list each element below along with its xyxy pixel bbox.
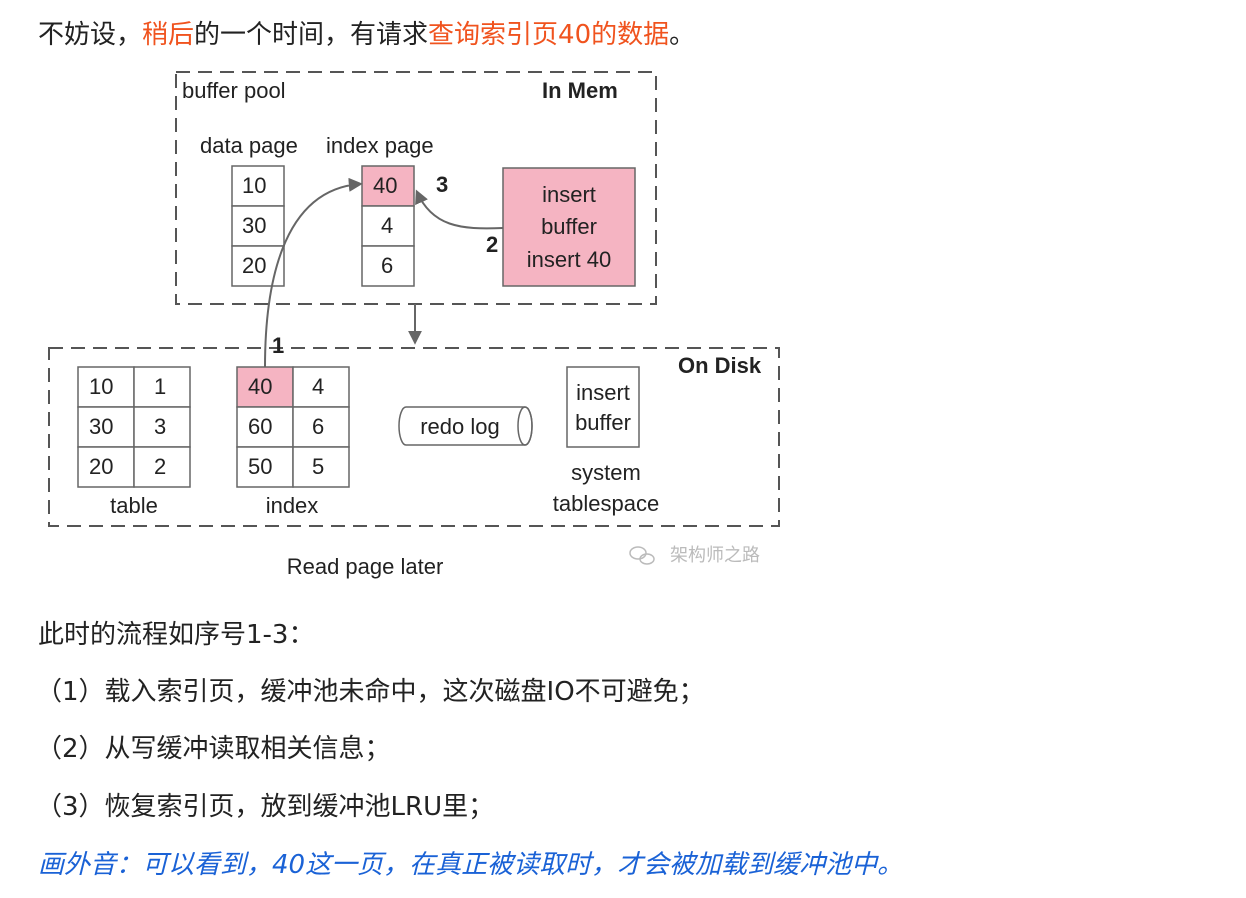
table-value: 30 — [89, 414, 113, 439]
arrow-step-2 — [415, 189, 504, 230]
diagram-caption: Read page later — [287, 554, 444, 579]
data-page-value: 30 — [242, 213, 266, 238]
table-value: 3 — [154, 414, 166, 439]
table-cell — [133, 406, 191, 448]
insert-buffer-mem-line: insert 40 — [527, 247, 611, 272]
table-value: 10 — [89, 374, 113, 399]
system-tablespace-line: system — [571, 460, 641, 485]
on-disk-frame — [48, 347, 780, 527]
step-2-label: 2 — [486, 232, 498, 257]
insert-buffer-disk — [566, 366, 640, 448]
index-value: 4 — [312, 374, 324, 399]
intro-highlight-query: 查询索引页40的数据 — [428, 20, 670, 50]
data-page-cell — [231, 245, 285, 287]
intro-text-2: 的一个时间，有请求 — [194, 20, 429, 50]
table-label: table — [110, 493, 158, 518]
index-page-value: 40 — [373, 173, 397, 198]
data-page-label: data page — [200, 133, 298, 158]
index-cell — [292, 406, 350, 448]
index-value: 60 — [248, 414, 272, 439]
redo-log-cylinder-end — [517, 406, 533, 446]
index-page-cell — [361, 245, 415, 287]
table-cell — [77, 406, 135, 448]
insert-buffer-disk-line: buffer — [575, 410, 631, 435]
data-page-value: 10 — [242, 173, 266, 198]
data-page-cell — [231, 205, 285, 247]
flow-title: 此时的流程如序号1-3： — [38, 620, 315, 650]
insert-buffer-mem-line: insert — [542, 182, 596, 207]
table-value: 2 — [154, 454, 166, 479]
table-cell — [77, 446, 135, 488]
index-cell-highlight — [236, 366, 294, 408]
intro-paragraph: 不妨设，稍后的一个时间，有请求查询索引页40的数据。 — [38, 18, 695, 52]
index-value: 5 — [312, 454, 324, 479]
watermark-text: 架构师之路 — [670, 545, 760, 565]
on-disk-label: On Disk — [678, 353, 762, 378]
table-cell — [133, 366, 191, 408]
index-page-value: 4 — [381, 213, 393, 238]
step-3-label: 3 — [436, 172, 448, 197]
arrow-step-1 — [264, 177, 363, 368]
intro-text-1: 不妨设， — [38, 20, 143, 50]
table-value: 1 — [154, 374, 166, 399]
insert-buffer-mem — [502, 167, 636, 287]
index-cell — [292, 446, 350, 488]
step-item-2: （2）从写缓冲读取相关信息； — [36, 734, 391, 764]
note-text: 画外音：可以看到，40这一页，在真正被读取时，才会被加载到缓冲池中。 — [38, 850, 904, 880]
index-value: 6 — [312, 414, 324, 439]
step-item-1: （1）载入索引页，缓冲池未命中，这次磁盘IO不可避免； — [36, 677, 705, 707]
intro-highlight-later: 稍后 — [142, 20, 195, 50]
wechat-icon — [629, 546, 655, 565]
index-value: 40 — [248, 374, 272, 399]
index-value: 50 — [248, 454, 272, 479]
insert-buffer-disk-line: insert — [576, 380, 630, 405]
system-tablespace-line: tablespace — [553, 491, 659, 516]
index-page-label: index page — [326, 133, 434, 158]
step-item-3: （3）恢复索引页，放到缓冲池LRU里； — [36, 792, 495, 822]
buffer-pool-label: buffer pool — [182, 78, 286, 103]
in-mem-label: In Mem — [542, 78, 618, 103]
index-cell — [292, 366, 350, 408]
index-label: index — [266, 493, 319, 518]
step-1-label: 1 — [272, 333, 284, 358]
index-page-cell — [361, 205, 415, 247]
index-page-value: 6 — [381, 253, 393, 278]
table-cell — [133, 446, 191, 488]
insert-buffer-mem-line: buffer — [541, 214, 597, 239]
index-cell — [236, 446, 294, 488]
intro-text-3: 。 — [669, 20, 696, 50]
read-page-later-diagram: buffer pool In Mem data page index page … — [48, 71, 780, 579]
data-page-value: 20 — [242, 253, 266, 278]
table-value: 20 — [89, 454, 113, 479]
redo-log-label: redo log — [420, 414, 500, 439]
